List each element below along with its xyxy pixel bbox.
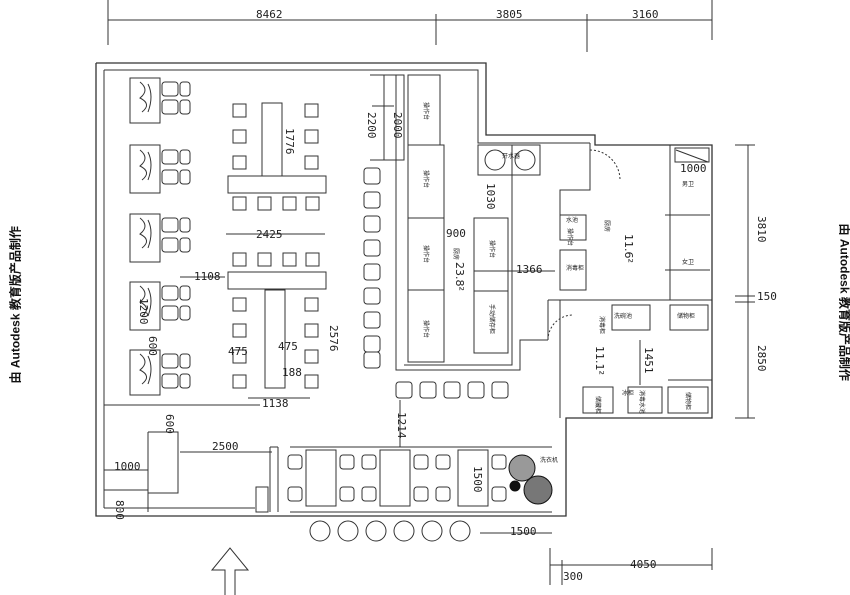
outer-wall [95,62,713,517]
label-counter-2: 操作台 [422,170,430,188]
dim-1000-a: 1000 [680,162,707,175]
bar-stools-column [363,167,509,399]
dim-800: 800 [113,500,126,520]
dim-1500-b: 1500 [510,525,537,538]
entrance-arrow-icon [210,547,250,595]
label-storage-3: 储物柜 [684,392,692,410]
dim-1776: 1776 [283,128,296,155]
label-counter-5: 操作台 [488,240,496,258]
dim-2000: 2000 [391,112,404,139]
plant-decoration-icon [508,454,553,505]
label-kitchen-2: 厨房 [603,220,611,232]
dim-top-2: 3805 [496,8,523,21]
dim-2425: 2425 [256,228,283,241]
dim-2576: 2576 [327,325,340,352]
label-washing-machine: 洗衣机 [540,456,558,464]
dim-bottom-1: 300 [563,570,583,583]
label-sink: 水池 [566,216,578,224]
label-storage-1: 储物柜 [677,312,695,320]
label-counter-4: 操作台 [422,320,430,338]
table-group-upper [227,102,327,211]
dim-900: 900 [446,227,466,240]
round-stools-row [309,520,471,542]
dim-188: 188 [282,366,302,379]
dim-1108: 1108 [194,270,221,283]
dim-1030: 1030 [484,183,497,210]
label-dish-sink: 洗碗池 [614,312,632,320]
label-counter-1: 操作台 [422,102,430,120]
table-group-lower [227,252,327,389]
dim-1200: 1200 [137,298,150,325]
dim-right-2: 150 [757,290,777,303]
watermark-left: 由 Autodesk 教育版产品制作 [8,226,23,384]
dim-1366: 1366 [516,263,543,276]
dim-1000-b: 1000 [114,460,141,473]
room-a [547,143,712,340]
label-storage-manual: 手动储存柜 [488,304,496,334]
dim-475-b: 475 [278,340,298,353]
label-counter-3: 操作台 [422,245,430,263]
dim-1500-a: 1500 [471,466,484,493]
label-disinfection-2: 消毒柜 [598,316,606,334]
label-water-heater: 开水器 [502,152,520,160]
dim-right-1: 3810 [755,216,768,243]
label-womens-wc: 女卫 [682,258,694,266]
dim-1138: 1138 [262,397,289,410]
label-disinfection-sink: 消毒水池 [638,390,646,414]
booth-seats-left [129,77,191,396]
label-storage-2: 储藏柜 [594,396,602,414]
room-b [547,300,712,418]
dim-bottom-2: 4050 [630,558,657,571]
booth-tables-bottom [287,446,552,513]
dim-top-3: 3160 [632,8,659,21]
dim-475-a: 475 [228,345,248,358]
watermark-right: 由 Autodesk 教育版产品制作 [837,224,850,381]
label-freezer: 冰柜 [622,389,634,397]
label-mens-wc: 男卫 [682,181,694,188]
dim-2200: 2200 [365,112,378,139]
dim-right-3: 2850 [755,345,768,372]
dim-1214: 1214 [395,412,408,439]
area-room-b: 11.1² [593,346,606,375]
label-kitchen-1: 厨房 [452,248,460,260]
label-disinfection-1: 消毒柜 [566,264,584,272]
dim-1451: 1451 [642,347,655,374]
kitchen-area [370,74,548,371]
dim-600-b: 600 [163,414,176,434]
dim-top-1: 8462 [256,8,283,21]
area-room-a: 11.6² [622,234,635,263]
area-kitchen: 23.8² [453,262,466,291]
label-counter-6: 操作台 [566,228,574,246]
dim-600-a: 600 [146,336,159,356]
dim-2500: 2500 [212,440,239,453]
